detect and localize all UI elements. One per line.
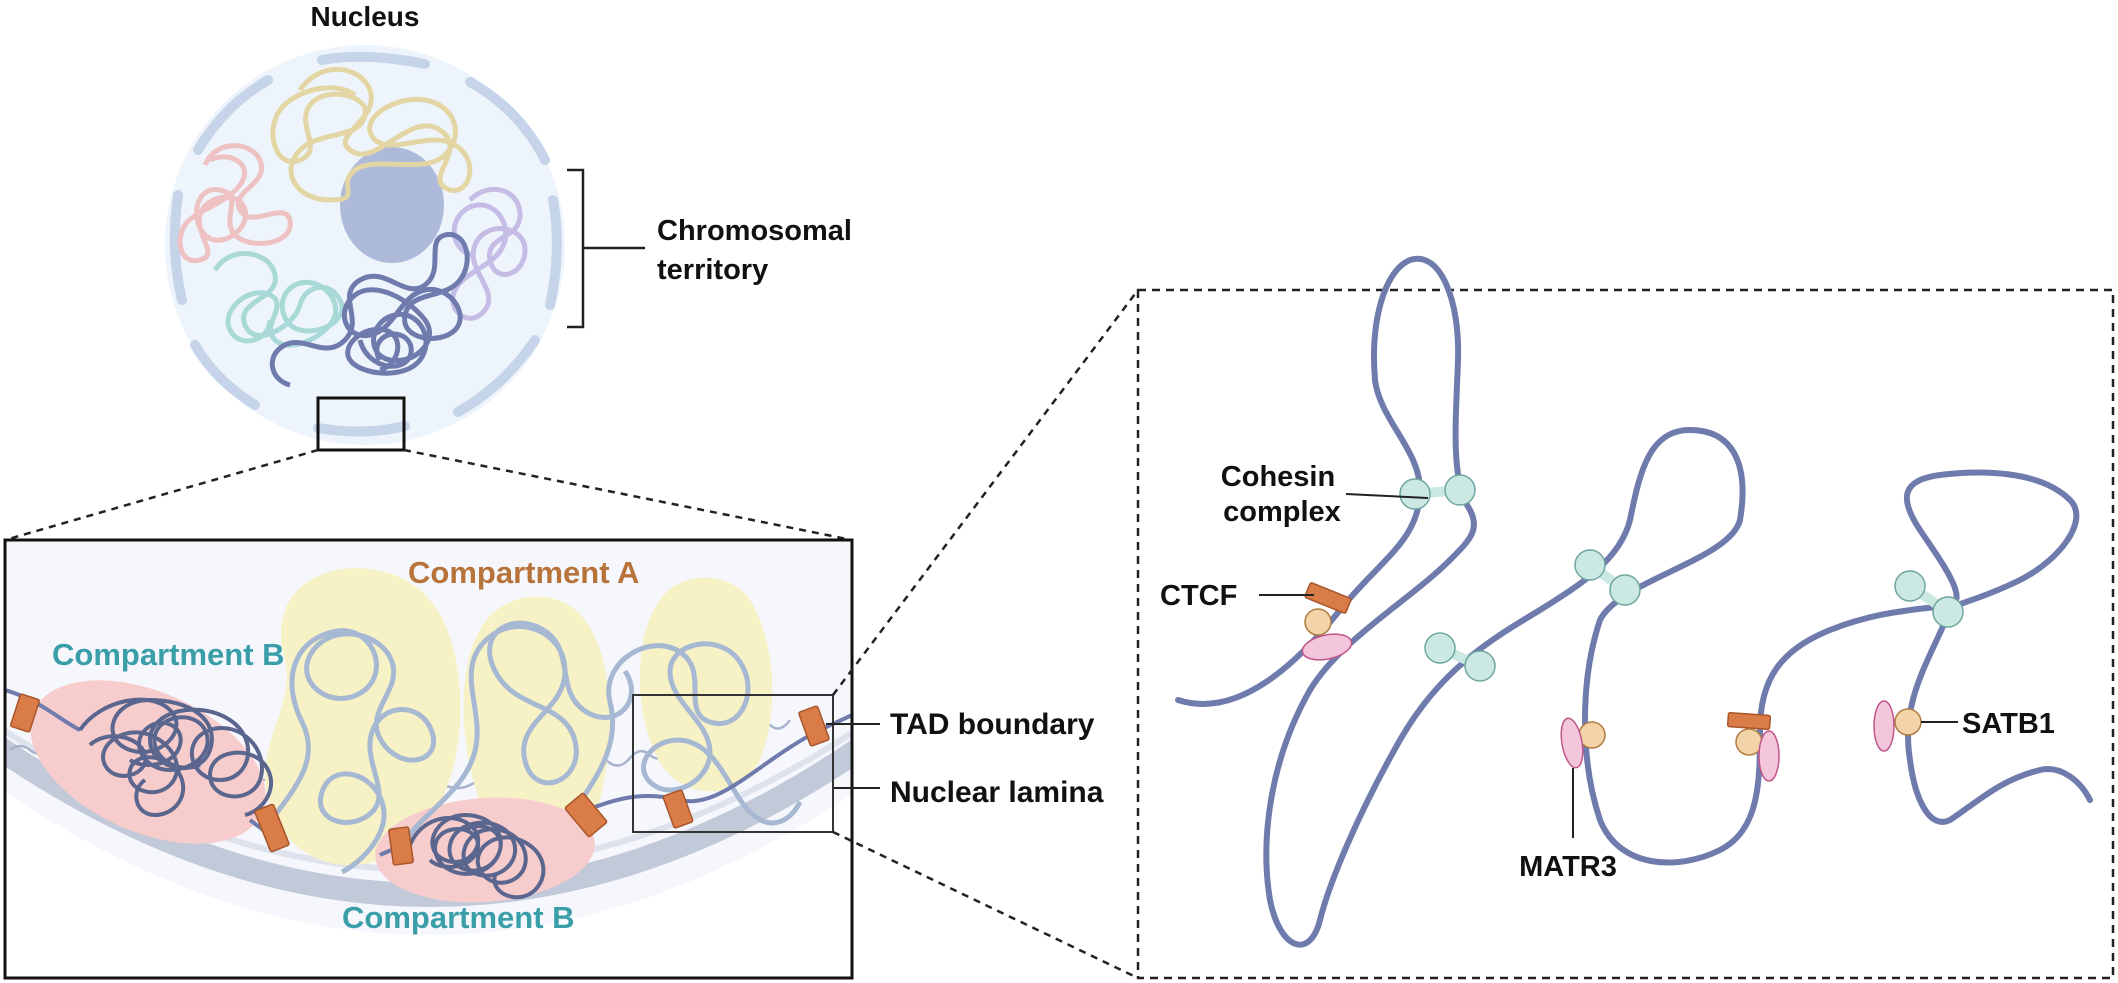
cohesin-ring-icon <box>1399 474 1964 682</box>
callout-lines-left <box>826 723 880 789</box>
compartment-panel-frame <box>3 538 854 980</box>
compartment-b-left-label: Compartment B <box>52 637 285 672</box>
zoom-region-box-2 <box>632 694 834 833</box>
territory-pink <box>177 143 293 264</box>
nuclear-envelope <box>169 51 562 437</box>
satb1-label: SATB1 <box>1962 708 2055 740</box>
tad-panel-frame <box>1136 288 2115 980</box>
cohesin-label-line2: complex <box>1223 496 1341 528</box>
zoom-lines-2 <box>832 289 1139 980</box>
dense-chromatin-b-bottom <box>408 812 546 900</box>
dense-chromatin-b-left <box>78 697 273 818</box>
tad-loop-panel <box>1136 255 2115 980</box>
nuclear-matrix-proteins <box>1301 633 1895 782</box>
tad-chromatin-fiber <box>1175 255 2093 948</box>
matr3-label: MATR3 <box>1519 851 1617 883</box>
light-chromatin <box>260 620 803 875</box>
territory-label-line1: Chromosomal <box>657 215 852 247</box>
ctcf-label: CTCF <box>1160 580 1237 612</box>
zoom-region-box <box>316 396 406 452</box>
tad-boundary-label: TAD boundary <box>890 708 1095 741</box>
nucleolus <box>340 147 444 263</box>
territory-teal <box>212 251 345 348</box>
zoom-lines-1 <box>4 448 853 542</box>
compartment-b-bottom-label: Compartment B <box>342 900 575 935</box>
nuclear-lamina-label: Nuclear lamina <box>890 776 1104 809</box>
compartment-a-label: Compartment A <box>408 555 639 590</box>
territory-yellow <box>270 66 473 203</box>
ctcf-boundaries <box>10 693 830 866</box>
compartment-panel <box>3 538 854 980</box>
callout-lines-right <box>1259 493 1958 838</box>
chromatin-backbone <box>5 688 852 857</box>
territory-dark <box>269 232 470 388</box>
territory-bracket <box>567 168 645 329</box>
nucleus-label: Nucleus <box>311 1 420 32</box>
ctcf-block-icon <box>1304 582 1772 731</box>
territory-label-line2: territory <box>657 254 768 286</box>
cohesin-label-line1: Cohesin <box>1221 461 1335 493</box>
nucleus-icon <box>165 45 565 452</box>
territory-lavender <box>450 186 528 321</box>
